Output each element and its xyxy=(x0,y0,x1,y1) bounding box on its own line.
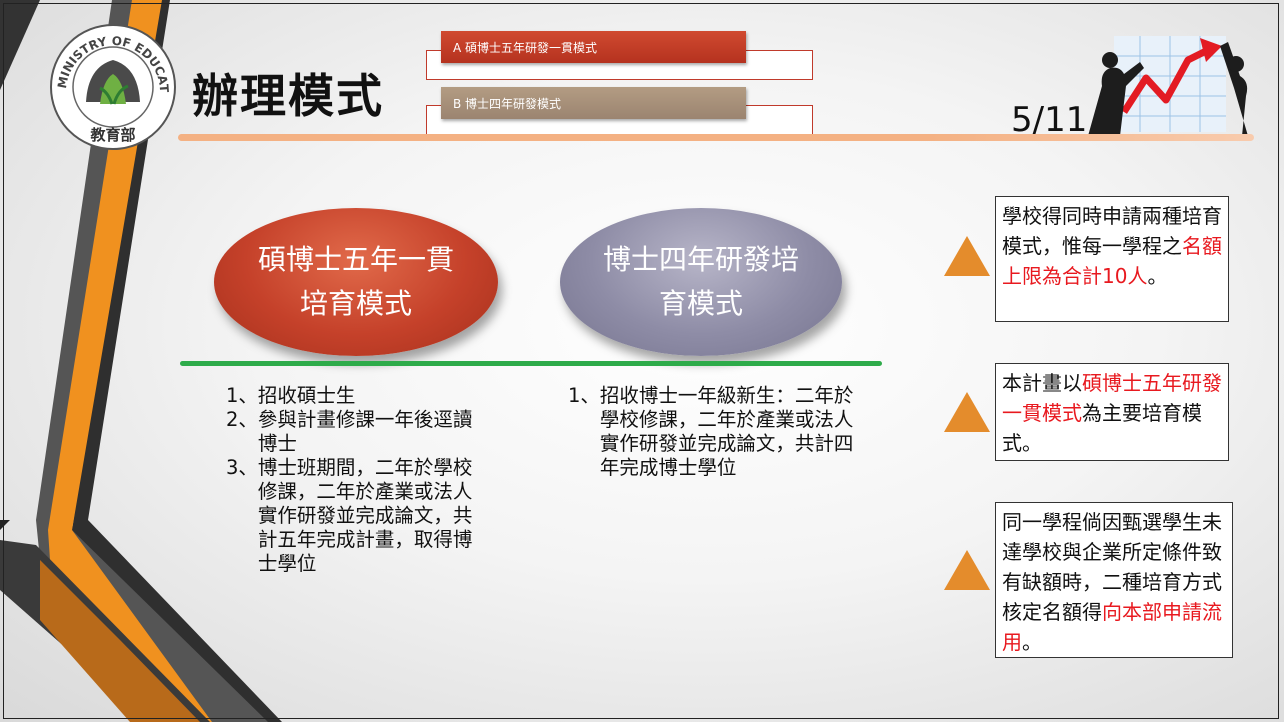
page-number: 5/11 xyxy=(1011,100,1088,140)
list-item: 2、 參與計畫修課一年後逕讀博士 xyxy=(226,408,473,455)
model-five-year-label: 碩博士五年一貫培育模式 xyxy=(257,243,454,320)
model-four-year-oval: 博士四年研發培育模式 xyxy=(560,208,842,356)
model-four-year-label: 博士四年研發培育模式 xyxy=(602,243,799,320)
business-growth-illustration xyxy=(1088,36,1248,136)
note-quota-limit: 學校得同時申請兩種培育模式，惟每一學程之名額上限為合計10人。 xyxy=(995,196,1229,322)
header-divider xyxy=(178,134,1254,141)
svg-text:教育部: 教育部 xyxy=(89,126,135,144)
list-item: 3、 博士班期間，二年於學校修課，二年於產業或法人實作研發並完成論文，共計五年完… xyxy=(226,456,473,575)
list-item: 1、 招收博士一年級新生：二年於學校修課，二年於產業或法人實作研發並完成論文，共… xyxy=(568,384,854,479)
model-five-year-oval: 碩博士五年一貫培育模式 xyxy=(214,208,498,356)
ministry-of-education-logo: MINISTRY OF EDUCATION 教育部 xyxy=(48,22,176,150)
warning-triangle-icon xyxy=(944,236,990,276)
page-title: 辦理模式 xyxy=(192,69,384,123)
note-main-model: 本計畫以碩博士五年研發一貫模式為主要培育模式。 xyxy=(995,363,1229,461)
tab-model-b[interactable]: B 博士四年研發模式 xyxy=(441,87,746,119)
list-item: 1、 招收碩士生 xyxy=(226,384,356,407)
warning-triangle-icon xyxy=(944,392,990,432)
green-divider xyxy=(180,361,882,366)
five-year-steps-list: 1、 招收碩士生 2、 參與計畫修課一年後逕讀博士 3、 博士班期間，二年於學校… xyxy=(226,384,486,576)
tab-model-a[interactable]: A 碩博士五年研發一貫模式 xyxy=(441,31,746,63)
four-year-steps-list: 1、 招收博士一年級新生：二年於學校修課，二年於產業或法人實作研發並完成論文，共… xyxy=(568,384,858,480)
warning-triangle-icon xyxy=(944,550,990,590)
note-quota-transfer: 同一學程倘因甄選學生未達學校與企業所定條件致有缺額時，二種培育方式核定名額得向本… xyxy=(995,502,1233,658)
